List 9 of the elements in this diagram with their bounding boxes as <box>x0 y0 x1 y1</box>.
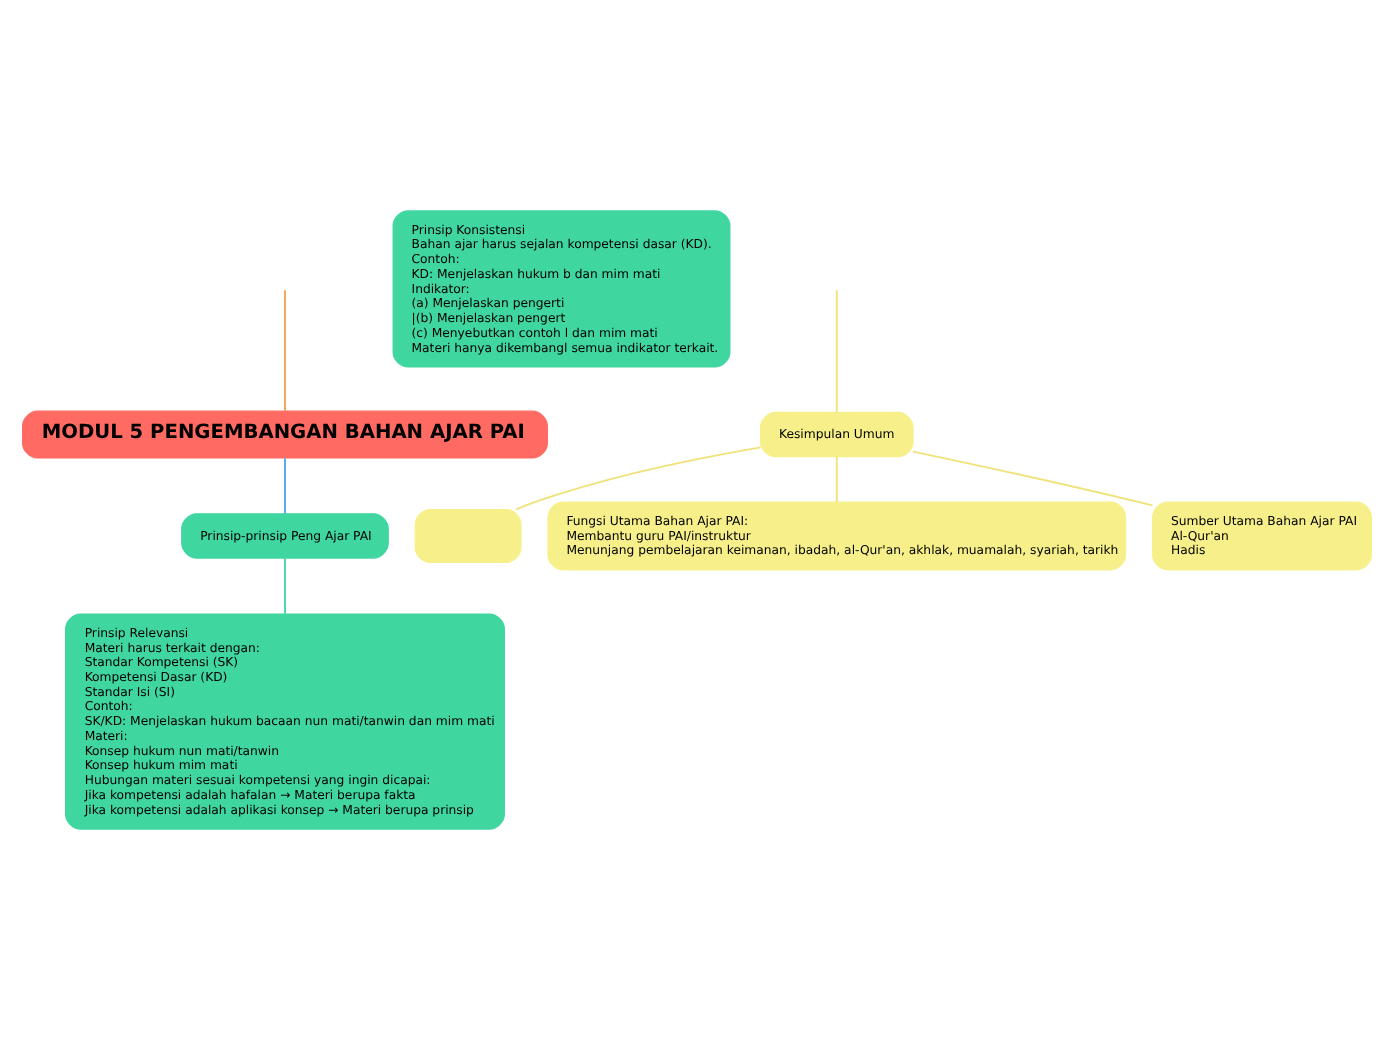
connector <box>284 289 286 412</box>
connector <box>284 457 286 515</box>
connector <box>835 455 838 504</box>
connector <box>284 557 286 615</box>
connector <box>835 289 838 414</box>
connector <box>912 450 1154 507</box>
node-box <box>414 508 522 563</box>
node-box: MODUL 5 PENGEMBANGAN BAHAN AJAR PAI <box>22 410 548 459</box>
connector <box>515 446 762 511</box>
